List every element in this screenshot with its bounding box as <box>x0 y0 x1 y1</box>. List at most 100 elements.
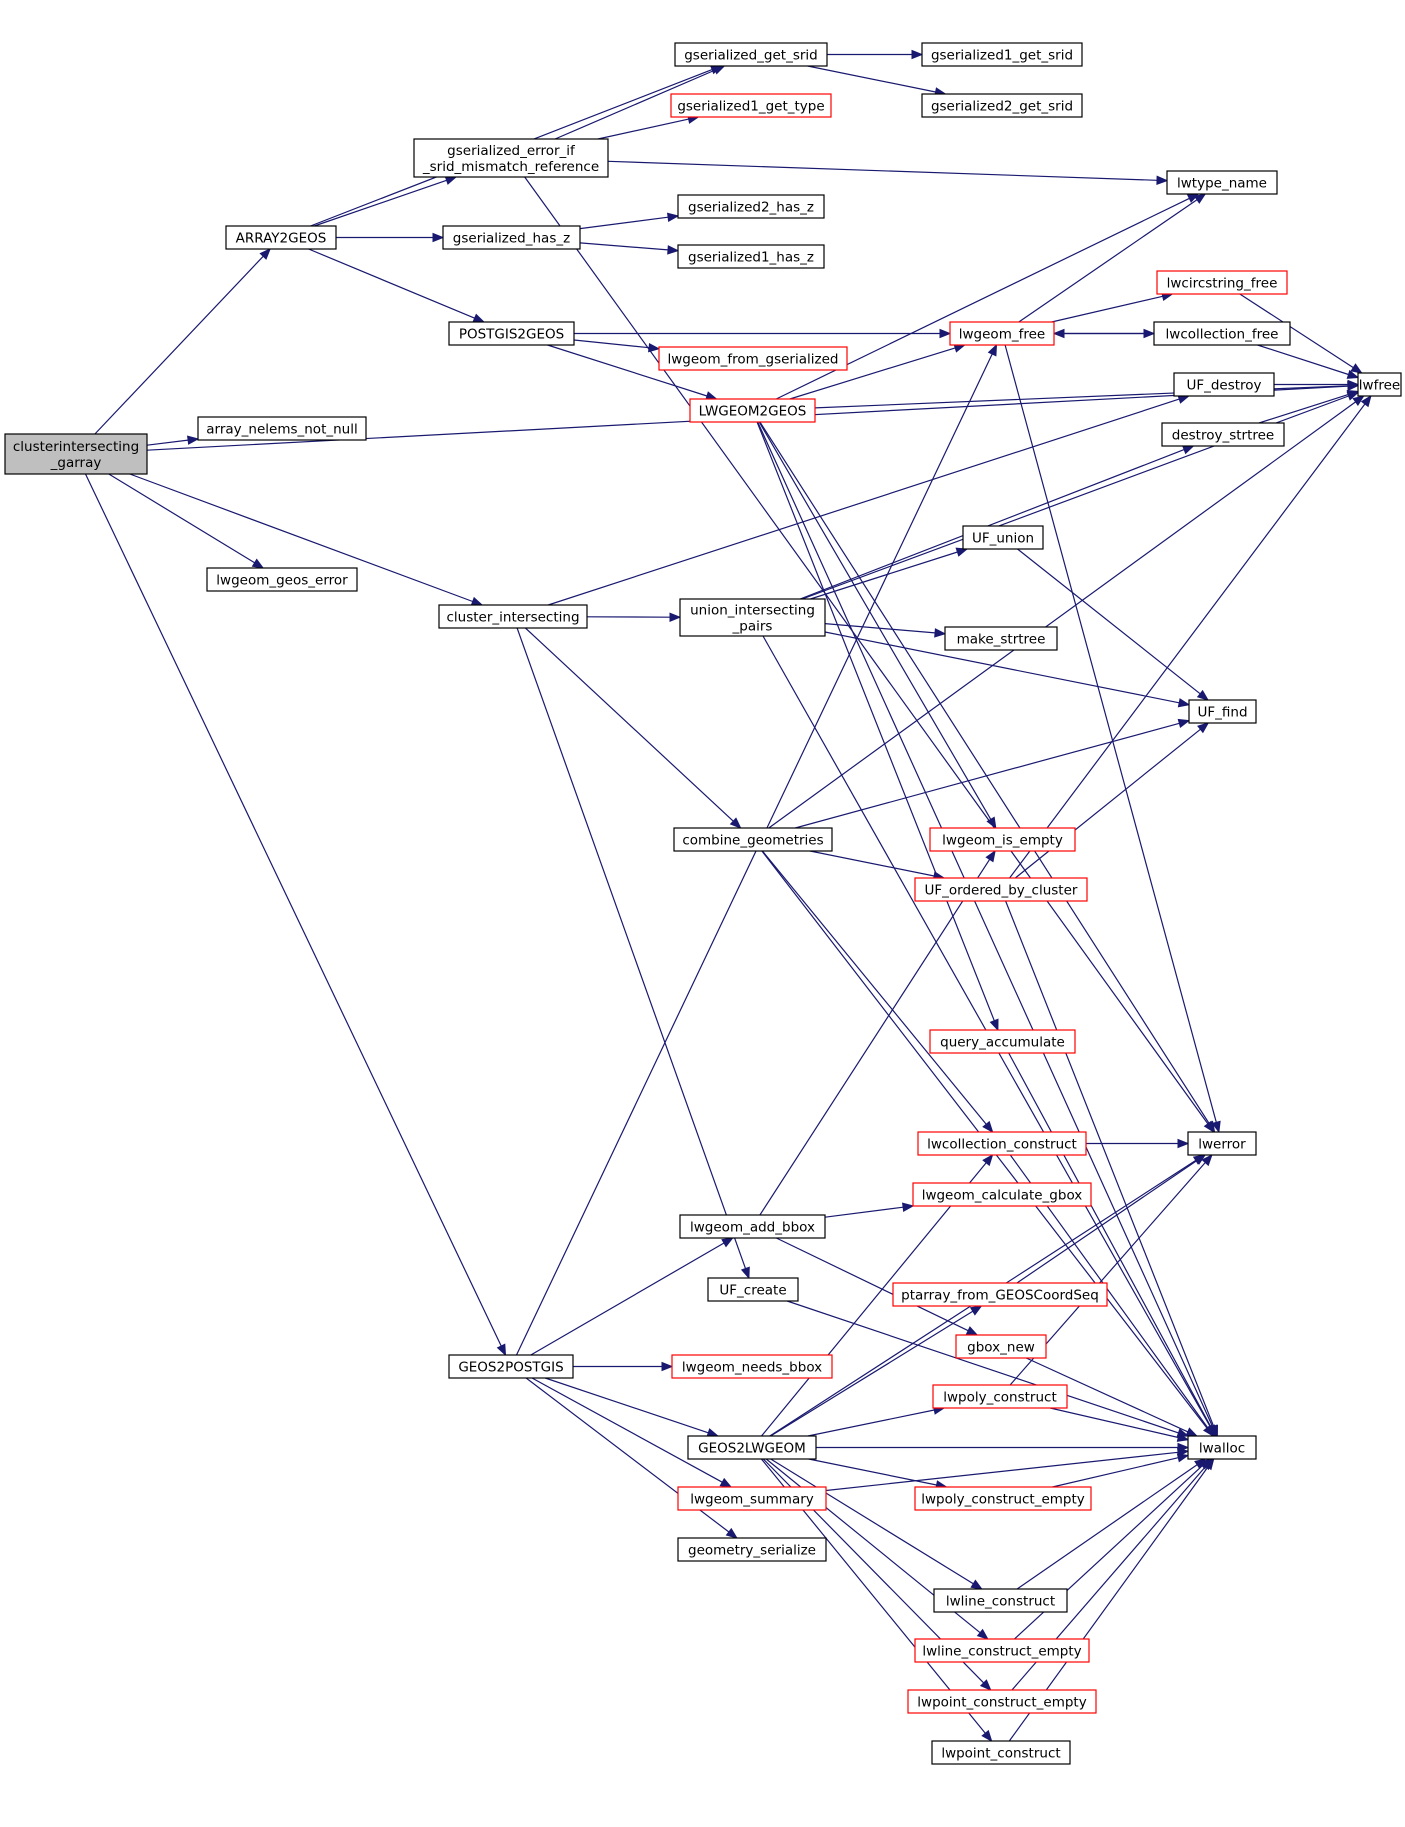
node-label: lwgeom_calculate_gbox <box>922 1188 1083 1204</box>
node-lwline-construct-empty[interactable]: lwline_construct_empty <box>914 1638 1090 1663</box>
edge-line <box>129 473 473 603</box>
node-gserialized-has-z[interactable]: gserialized_has_z <box>442 225 581 250</box>
node-label: GEOS2POSTGIS <box>458 1360 563 1376</box>
node-gserialized2-get-srid[interactable]: gserialized2_get_srid <box>921 93 1083 118</box>
node-lwtype-name[interactable]: lwtype_name <box>1166 170 1278 195</box>
node-lwfree[interactable]: lwfree <box>1357 372 1402 397</box>
node-lwpoly-construct[interactable]: lwpoly_construct <box>932 1384 1068 1409</box>
edge-gserialized-get-srid-to-gserialized2-get-srid <box>807 65 947 97</box>
node-lwgeom-is-empty[interactable]: lwgeom_is_empty <box>929 827 1076 852</box>
node-geos2lwgeom[interactable]: GEOS2LWGEOM <box>687 1435 817 1460</box>
node-box <box>687 1435 817 1460</box>
node-lwcollection-free[interactable]: lwcollection_free <box>1153 321 1291 346</box>
node-label: lwpoint_construct <box>941 1746 1060 1762</box>
edge-array2geos-to-gserialized-error-if-srid-mismatch-reference <box>314 175 458 227</box>
edge-uf-ordered-by-cluster-to-lwfree <box>1009 394 1372 879</box>
node-label: lwgeom_geos_error <box>216 573 348 589</box>
node-gserialized2-has-z[interactable]: gserialized2_has_z <box>677 194 825 219</box>
node-label: lwgeom_summary <box>690 1492 814 1508</box>
node-lwgeom-add-bbox[interactable]: lwgeom_add_bbox <box>679 1214 826 1239</box>
node-label: combine_geometries <box>682 833 823 849</box>
node-lwpoly-construct-empty[interactable]: lwpoly_construct_empty <box>914 1486 1092 1511</box>
edge-line <box>759 859 991 1216</box>
node-gserialized1-get-srid[interactable]: gserialized1_get_srid <box>921 42 1083 67</box>
arrowhead-icon <box>740 1266 750 1280</box>
node-label: lwgeom_add_bbox <box>690 1220 815 1236</box>
node-box <box>917 1131 1087 1156</box>
node-geos2postgis[interactable]: GEOS2POSTGIS <box>448 1354 574 1379</box>
node-box <box>929 1029 1076 1054</box>
node-postgis2geos[interactable]: POSTGIS2GEOS <box>448 321 575 346</box>
node-box <box>914 877 1088 902</box>
edge-line <box>516 627 747 1269</box>
arrowhead-icon <box>251 558 265 569</box>
node-query-accumulate[interactable]: query_accumulate <box>929 1029 1076 1054</box>
node-union-intersecting-pairs[interactable]: union_intersecting_pairs <box>679 598 826 637</box>
node-lwgeom-summary[interactable]: lwgeom_summary <box>677 1486 827 1511</box>
edge-line <box>1014 728 1201 879</box>
node-make-strtree[interactable]: make_strtree <box>944 626 1058 651</box>
arrowhead-icon <box>1176 1432 1190 1442</box>
edge-line <box>1017 548 1201 695</box>
node-array-nelems-not-null[interactable]: array_nelems_not_null <box>197 416 367 441</box>
node-gserialized-error-if-srid-mismatch-reference[interactable]: gserialized_error_if_srid_mismatch_refer… <box>413 138 609 178</box>
edge-geos2postgis-to-lwgeom-add-bbox <box>530 1237 734 1356</box>
node-label: ARRAY2GEOS <box>236 231 327 247</box>
node-gbox-new[interactable]: gbox_new <box>955 1334 1047 1359</box>
edge-line <box>1025 1357 1188 1433</box>
node-label: ptarray_from_GEOSCoordSeq <box>901 1288 1099 1304</box>
node-lwgeom-geos-error[interactable]: lwgeom_geos_error <box>206 567 358 592</box>
arrowhead-icon <box>1156 175 1169 186</box>
node-lwerror[interactable]: lwerror <box>1187 1131 1257 1156</box>
node-cluster-intersecting[interactable]: cluster_intersecting <box>438 604 588 629</box>
arrowhead-icon <box>187 435 200 445</box>
node-lwline-construct[interactable]: lwline_construct <box>933 1588 1068 1613</box>
node-lwcircstring-free[interactable]: lwcircstring_free <box>1156 270 1288 295</box>
node-array2geos[interactable]: ARRAY2GEOS <box>225 225 337 250</box>
edge-cluster-intersecting-to-uf-destroy <box>548 394 1191 606</box>
node-gserialized1-has-z[interactable]: gserialized1_has_z <box>677 244 825 269</box>
node-uf-find[interactable]: UF_find <box>1188 699 1257 724</box>
node-ptarray-from-geoscoordseq[interactable]: ptarray_from_GEOSCoordSeq <box>892 1282 1108 1307</box>
node-label: lwgeom_is_empty <box>942 833 1063 849</box>
node-lwgeom-calculate-gbox[interactable]: lwgeom_calculate_gbox <box>912 1182 1092 1207</box>
node-box <box>689 398 816 423</box>
node-uf-destroy[interactable]: UF_destroy <box>1173 372 1275 397</box>
node-box <box>955 1334 1047 1359</box>
edge-line <box>757 421 1214 1428</box>
node-uf-union[interactable]: UF_union <box>962 525 1044 550</box>
edge-clusterintersecting-garray-to-array2geos <box>94 248 272 435</box>
node-lwalloc[interactable]: lwalloc <box>1187 1435 1257 1460</box>
edge-line <box>759 421 1210 1124</box>
node-lwgeom2geos[interactable]: LWGEOM2GEOS <box>689 398 816 423</box>
node-destroy-strtree[interactable]: destroy_strtree <box>1161 422 1285 447</box>
node-lwgeom-needs-bbox[interactable]: lwgeom_needs_bbox <box>671 1354 833 1379</box>
node-lwgeom-free[interactable]: lwgeom_free <box>949 321 1055 346</box>
edge-line <box>807 1409 935 1437</box>
node-box <box>197 416 367 441</box>
node-clusterintersecting-garray[interactable]: clusterintersecting_garray <box>4 433 148 475</box>
node-gserialized1-get-type[interactable]: gserialized1_get_type <box>670 93 832 118</box>
edge-line <box>825 1451 1179 1492</box>
edge-lwgeom-free-to-lwcircstring-free <box>1051 291 1174 323</box>
edge-line <box>1016 1464 1198 1590</box>
node-box <box>677 1537 827 1562</box>
node-label: lwpoint_construct_empty <box>917 1695 1086 1711</box>
node-gserialized-get-srid[interactable]: gserialized_get_srid <box>674 42 828 67</box>
edge-uf-create-to-lwalloc <box>786 1300 1190 1438</box>
node-combine-geometries[interactable]: combine_geometries <box>673 827 833 852</box>
node-geometry-serialize[interactable]: geometry_serialize <box>677 1537 827 1562</box>
edge-combine-geometries-to-lwcollection-construct <box>761 850 994 1134</box>
arrowhead-icon <box>1196 689 1210 701</box>
node-lwpoint-construct[interactable]: lwpoint_construct <box>931 1740 1071 1765</box>
node-uf-create[interactable]: UF_create <box>707 1277 799 1302</box>
node-box <box>1187 1435 1257 1460</box>
node-label: destroy_strtree <box>1172 428 1275 444</box>
arrowhead-icon <box>1197 722 1210 734</box>
node-uf-ordered-by-cluster[interactable]: UF_ordered_by_cluster <box>914 877 1088 902</box>
node-lwpoint-construct-empty[interactable]: lwpoint_construct_empty <box>907 1689 1097 1714</box>
edge-line <box>1009 403 1366 879</box>
node-lwgeom-from-gserialized[interactable]: lwgeom_from_gserialized <box>658 346 848 371</box>
node-lwcollection-construct[interactable]: lwcollection_construct <box>917 1131 1087 1156</box>
arrowhead-icon <box>725 1527 738 1539</box>
